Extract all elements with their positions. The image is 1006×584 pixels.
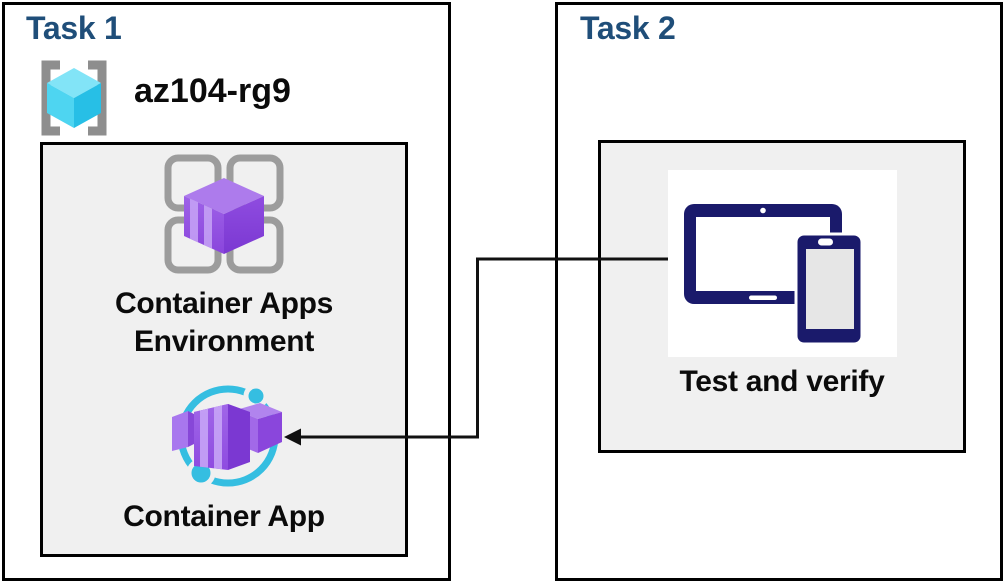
- tablet-phone-devices-icon: [684, 204, 864, 346]
- test-and-verify-label: Test and verify: [679, 365, 885, 398]
- task1-title: Task 1: [26, 10, 122, 46]
- resource-group-name: az104-rg9: [134, 72, 291, 110]
- task2-title: Task 2: [580, 10, 676, 46]
- environment-label: Container Apps Environment: [40, 285, 408, 361]
- container-apps-environment-icon: [164, 154, 284, 274]
- environment-label-line2: Environment: [133, 325, 315, 358]
- container-app-icon: [172, 383, 282, 488]
- container-app-label: Container App: [123, 500, 325, 533]
- environment-label-line1: Container Apps: [114, 287, 334, 320]
- resource-group-icon: [41, 60, 107, 136]
- device-card: [668, 170, 897, 357]
